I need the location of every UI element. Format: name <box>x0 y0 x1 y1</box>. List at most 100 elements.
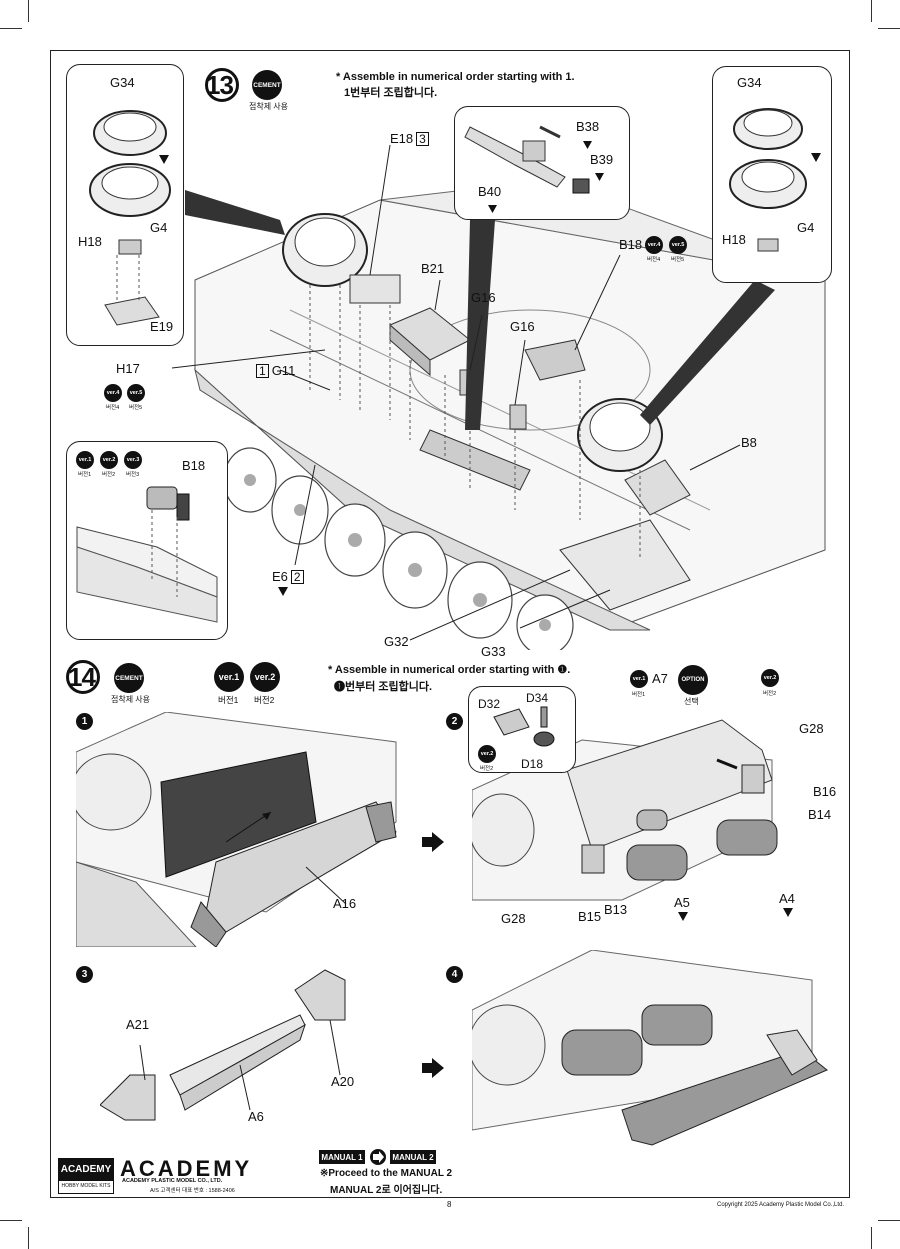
arrow-right-icon <box>422 832 444 852</box>
part-label-g28-left: G28 <box>501 911 526 926</box>
cement-icon: CEMENT <box>114 663 144 693</box>
part-label-a20: A20 <box>331 1074 355 1089</box>
part-label-a6: A6 <box>248 1109 264 1124</box>
substep-4-number: 4 <box>446 966 463 983</box>
copyright: Copyright 2025 Academy Plastic Model Co.… <box>717 1202 845 1208</box>
substep-4-drawing <box>472 950 828 1146</box>
g11-text: G11 <box>271 363 296 378</box>
manual-2-label: MANUAL 2 <box>390 1150 436 1164</box>
ver4-caption: 버전4 <box>647 257 661 263</box>
proceed-note: ※Proceed to the MANUAL 2 <box>320 1168 453 1179</box>
substep-3-number: 3 <box>76 966 93 983</box>
assembly-note-kr: 1번부터 조립합니다. <box>344 87 438 99</box>
ver5-caption: 버전5 <box>671 257 685 263</box>
bracket-drawing <box>464 125 604 213</box>
part-label-a21: A21 <box>126 1017 150 1032</box>
ver1-badge-inset: ver.1 <box>76 451 94 469</box>
part-label-g34-right: G34 <box>737 75 762 90</box>
company-name: ACADEMY PLASTIC MODEL CO., LTD. <box>122 1178 223 1184</box>
ver3-badge-inset: ver.3 <box>124 451 142 469</box>
part-label-d32: D32 <box>478 697 501 711</box>
customer-service: A/S 고객센터 대표 번호 : 1588-2406 <box>150 1188 235 1194</box>
step-number-ring <box>205 68 239 102</box>
ver2-badge-inset: ver.2 <box>100 451 118 469</box>
part-label-g4-right: G4 <box>797 220 815 235</box>
e6-text: E6 <box>272 569 288 584</box>
cement-icon: CEMENT <box>252 70 282 100</box>
ver2-caption-inset: 버전2 <box>102 472 116 478</box>
part-label-b38: B38 <box>576 119 600 134</box>
proceed-note-kr: MANUAL 2로 이어집니다. <box>330 1185 443 1196</box>
g11-order-box: 1 <box>256 364 269 378</box>
step-number: 13 <box>206 70 234 100</box>
option-badge: OPTION <box>678 665 708 695</box>
ver2-caption-inset: 버전2 <box>480 766 494 772</box>
academy-badge-top: ACADEMY <box>59 1159 113 1181</box>
cement-triangle-icon <box>678 912 688 921</box>
assembly-note: * Assemble in numerical order starting w… <box>328 664 571 676</box>
page-frame <box>50 50 850 1198</box>
cement-caption: 접착제 사용 <box>249 102 289 111</box>
ver2-caption: 버전2 <box>254 695 275 705</box>
part-label-g28-right: G28 <box>799 721 824 736</box>
part-label-g4-left: G4 <box>150 220 168 235</box>
ver1-badge: ver.1 <box>214 662 244 692</box>
ver2-caption-sub2: 버전2 <box>763 691 777 697</box>
ver1-caption-sub2: 버전1 <box>632 692 646 698</box>
part-label-g16-a: G16 <box>471 290 496 305</box>
ver1-badge-sub2: ver.1 <box>630 670 648 688</box>
cement-triangle-icon <box>783 908 793 917</box>
ver5-badge: ver.5 <box>669 236 687 254</box>
part-label-a4: A4 <box>779 891 795 906</box>
ver2-badge-inset: ver.2 <box>478 745 496 763</box>
part-label-h18-right: H18 <box>722 232 746 247</box>
crop-mark <box>28 1227 29 1249</box>
e18-order-box: 3 <box>416 132 429 146</box>
ver4-caption-h17: 버전4 <box>106 405 120 411</box>
part-label-g33: G33 <box>481 644 506 659</box>
part-label-b39: B39 <box>590 152 614 167</box>
option-caption: 선택 <box>684 697 699 706</box>
part-label-a16: A16 <box>333 896 357 911</box>
part-label-b16: B16 <box>813 784 837 799</box>
ver2-badge-sub2: ver.2 <box>761 669 779 687</box>
crop-mark <box>0 1220 22 1221</box>
part-label-d34: D34 <box>526 691 549 705</box>
inset-wheel-right <box>712 66 832 283</box>
arrow-right-icon <box>422 1058 444 1078</box>
cement-triangle-icon <box>278 587 288 596</box>
part-label-g16-b: G16 <box>510 319 535 334</box>
ver2-badge: ver.2 <box>250 662 280 692</box>
manual-arrow-icon <box>370 1149 386 1165</box>
part-label-a5: A5 <box>674 895 690 910</box>
b18-frame-drawing <box>76 486 218 623</box>
inset-bracket <box>454 106 630 220</box>
part-label-h18-left: H18 <box>78 234 102 249</box>
substep-1-drawing <box>76 712 397 947</box>
crop-mark <box>878 28 900 29</box>
academy-brand: ACADEMY <box>120 1156 253 1181</box>
page-number: 8 <box>447 1200 452 1209</box>
substep-2-number: 2 <box>446 713 463 730</box>
part-label-g34-left: G34 <box>110 75 135 90</box>
crop-mark <box>871 0 872 22</box>
inset-wheel-left <box>66 64 184 346</box>
e18-text: E18 <box>390 131 414 146</box>
part-label-b13: B13 <box>604 902 628 917</box>
ver5-caption-h17: 버전5 <box>129 405 143 411</box>
ver1-caption-inset: 버전1 <box>78 472 92 478</box>
part-label-b40: B40 <box>478 184 502 199</box>
substep-2-drawing <box>472 719 778 901</box>
part-label-b18-top: B18 <box>619 237 643 252</box>
substep-1-number: 1 <box>76 713 93 730</box>
cement-caption: 접착제 사용 <box>111 695 151 704</box>
part-label-a7: A7 <box>652 671 668 686</box>
crop-mark <box>871 1227 872 1249</box>
part-label-d18: D18 <box>521 757 544 771</box>
part-label-b18-inset: B18 <box>182 458 206 473</box>
ver3-caption-inset: 버전3 <box>126 472 140 478</box>
inset-b18-versions <box>66 441 228 640</box>
wheel-assembly-drawing <box>89 110 171 326</box>
inset-d32-d34 <box>468 686 576 773</box>
